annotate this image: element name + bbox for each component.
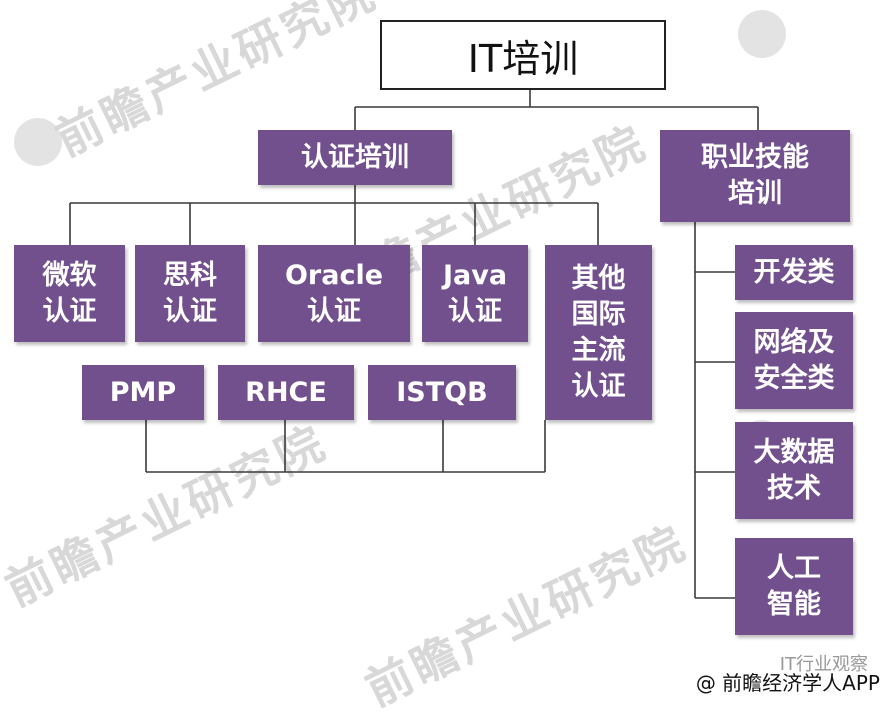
footer-source-label: IT行业观察	[779, 654, 868, 675]
cert-oracle-node: Oracle 认证	[258, 245, 410, 342]
footer-credit: @ 前瞻经济学人APP	[695, 671, 880, 695]
cert-cisco-node: 思科 认证	[135, 245, 245, 342]
skill-dev-node: 开发类	[735, 245, 853, 300]
cert-other-node: 其他 国际 主流 认证	[545, 245, 652, 420]
watermark-logo-icon	[738, 10, 786, 58]
watermark: 前瞻产业研究院	[0, 414, 336, 617]
cert-microsoft-node: 微软 认证	[14, 245, 125, 342]
watermark-logo-icon	[14, 118, 62, 166]
root-node: IT培训	[380, 20, 666, 90]
cert-istqb-node: ISTQB	[368, 365, 516, 420]
watermark: 前瞻产业研究院	[357, 514, 696, 717]
skill-training-node: 职业技能 培训	[660, 130, 850, 222]
cert-pmp-node: PMP	[82, 365, 204, 420]
skill-ai-node: 人工 智能	[735, 538, 853, 635]
cert-java-node: Java 认证	[422, 245, 528, 342]
skill-bigdata-node: 大数据 技术	[735, 422, 853, 519]
cert-training-node: 认证培训	[258, 130, 452, 185]
skill-network-security-node: 网络及 安全类	[735, 312, 853, 409]
cert-rhce-node: RHCE	[218, 365, 354, 420]
